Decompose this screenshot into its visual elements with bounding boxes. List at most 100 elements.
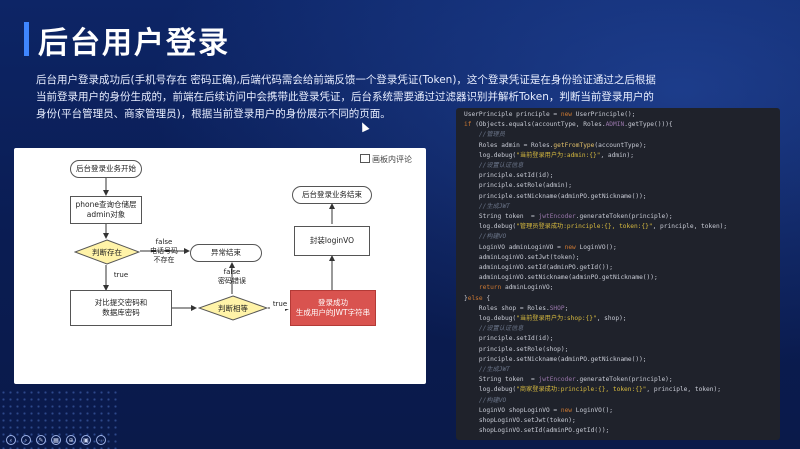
code-line: principle.setRole(admin); — [464, 181, 780, 191]
zoom-icon[interactable]: ⊕ — [66, 435, 76, 445]
code-token: //设置认证信息 — [464, 162, 524, 170]
code-line: log.debug("商家登录成功:principle:{}, token:{}… — [464, 385, 780, 395]
code-token: .getType())){ — [624, 121, 673, 129]
code-line: //管理员 — [464, 130, 780, 140]
code-token: //构建VO — [464, 396, 507, 404]
code-line: Roles shop = Roles.SHOP; — [464, 304, 780, 314]
code-token: String token = — [464, 213, 539, 221]
node-judge-exists-label: 判断存在 — [92, 247, 122, 257]
code-token: shopLoginVO.setId(adminPO.getId()); — [464, 427, 610, 435]
node-start: 后台登录业务开始 — [70, 160, 142, 178]
code-token: SHOP — [549, 304, 565, 312]
code-line: adminLoginVO.setJwt(token); — [464, 253, 780, 263]
board-comment-button[interactable]: 画板内评论 — [360, 154, 412, 165]
code-token: , shop); — [596, 315, 627, 323]
code-token: principle.setRole(admin); — [464, 182, 573, 190]
code-token: log.debug( — [464, 223, 517, 231]
code-token: log.debug( — [464, 386, 517, 394]
code-line: adminLoginVO.setNickname(adminPO.getNick… — [464, 273, 780, 283]
code-token: adminLoginVO.setId(adminPO.getId()); — [464, 264, 614, 272]
code-token: Roles shop = Roles. — [464, 304, 550, 312]
code-token: principle.setNickname(adminPO.getNicknam… — [464, 355, 647, 363]
code-token: { — [486, 294, 491, 302]
code-token: } — [464, 294, 468, 302]
code-line: //生成JWT — [464, 365, 780, 375]
flowchart-arrows — [103, 178, 335, 311]
node-login-success: 登录成功 生成用户的JWT字符串 — [290, 290, 376, 326]
slide-description: 后台用户登录成功后(手机号存在 密码正确),后端代码需会给前端反馈一个登录凭证(… — [36, 74, 656, 120]
code-token: //管理员 — [464, 131, 505, 139]
code-line: //构建VO — [464, 396, 780, 406]
slide-title: 后台用户登录 — [38, 26, 230, 61]
node-error-end: 异常结束 — [190, 244, 262, 262]
code-line: UserPrinciple principle = new UserPrinci… — [464, 110, 780, 120]
code-line: shopLoginVO.setId(adminPO.getId()); — [464, 426, 780, 436]
node-end: 后台登录业务结束 — [292, 186, 372, 204]
code-token: if — [464, 121, 476, 129]
code-token: //生成JWT — [464, 202, 510, 210]
node-compare-password: 对比提交密码和 数据库密码 — [70, 290, 172, 326]
grid-icon[interactable]: ▦ — [51, 435, 61, 445]
code-line: Roles admin = Roles.getFromType(accountT… — [464, 141, 780, 151]
code-token: UserPrinciple principle = — [464, 111, 561, 118]
code-token: "管理员登录成功:principle:{}, token:{}" — [516, 223, 653, 231]
code-token: new — [560, 406, 576, 414]
code-token: principle.setId(id); — [464, 172, 554, 180]
code-token: principle.setRole(shop); — [464, 345, 569, 353]
label-true-password: true — [270, 300, 290, 309]
code-token: //构建VO — [464, 233, 507, 241]
code-token: .generateToken(principle); — [575, 376, 673, 384]
board-comment-label: 画板内评论 — [372, 155, 412, 164]
code-token: (accountType); — [594, 141, 647, 149]
camera-icon[interactable]: ▣ — [81, 435, 91, 445]
code-token: .generateToken(principle); — [575, 213, 673, 221]
code-token: log.debug( — [464, 315, 517, 323]
code-line: String token = jwtEncoder.generateToken(… — [464, 212, 780, 222]
more-icon[interactable]: ⋯ — [96, 435, 106, 445]
code-line: LoginVO shopLoginVO = new LoginVO(); — [464, 406, 780, 416]
code-token: adminLoginVO.setNickname(adminPO.getNick… — [464, 274, 658, 282]
code-token: jwtEncoder — [538, 213, 576, 221]
pen-icon[interactable]: ✎ — [36, 435, 46, 445]
code-token: , principle, token); — [652, 223, 728, 231]
code-token: getFromType — [553, 141, 595, 149]
code-lines: UserPrinciple principle = new UserPrinci… — [456, 108, 780, 437]
code-token: //设置认证信息 — [464, 325, 524, 333]
code-line: //生成JWT — [464, 202, 780, 212]
code-token: shopLoginVO.setJwt(token); — [464, 417, 576, 425]
code-token: , principle, token); — [646, 386, 721, 394]
node-judge-equal: 判断相等 — [198, 295, 268, 321]
node-judge-exists: 判断存在 — [74, 239, 140, 265]
code-editor-panel: UserPrinciple principle = new UserPrinci… — [456, 108, 780, 440]
code-token: Roles admin = Roles. — [464, 141, 554, 149]
code-token: new — [564, 243, 580, 251]
code-token: "当前登录用户为:shop:{}" — [516, 315, 597, 323]
code-token: (Objects.equals(accountType, Roles. — [475, 121, 606, 129]
code-line: principle.setNickname(adminPO.getNicknam… — [464, 192, 780, 202]
code-token: log.debug( — [464, 151, 517, 159]
code-line: adminLoginVO.setId(adminPO.getId()); — [464, 263, 780, 273]
node-query-admin: phone查询仓储层 admin对象 — [70, 196, 142, 224]
code-line: }else { — [464, 294, 780, 304]
node-judge-equal-label: 判断相等 — [218, 303, 248, 313]
code-line: principle.setNickname(adminPO.getNicknam… — [464, 355, 780, 365]
code-line: return adminLoginVO; — [464, 283, 780, 293]
code-line: log.debug("当前登录用户为:admin:{}", admin); — [464, 151, 780, 161]
next-icon[interactable]: › — [21, 435, 31, 445]
code-token: "商家登录成功:principle:{}, token:{}" — [516, 386, 647, 394]
code-token: jwtEncoder — [538, 376, 576, 384]
code-token: UserPrinciple(); — [575, 111, 636, 118]
code-token: LoginVO adminLoginVO = — [464, 243, 565, 251]
prev-icon[interactable]: ‹ — [6, 435, 16, 445]
code-token: LoginVO(); — [579, 243, 617, 251]
code-line: shopLoginVO.setJwt(token); — [464, 416, 780, 426]
code-token: String token = — [464, 376, 539, 384]
code-token: adminLoginVO; — [504, 284, 554, 292]
code-token: ADMIN — [605, 121, 625, 129]
code-line: //设置认证信息 — [464, 324, 780, 334]
code-line: if (Objects.equals(accountType, Roles.AD… — [464, 120, 780, 130]
code-line: log.debug("当前登录用户为:shop:{}", shop); — [464, 314, 780, 324]
code-token: else — [467, 294, 487, 302]
label-false-password: false 密码错误 — [218, 268, 246, 285]
code-token: new — [560, 111, 576, 118]
